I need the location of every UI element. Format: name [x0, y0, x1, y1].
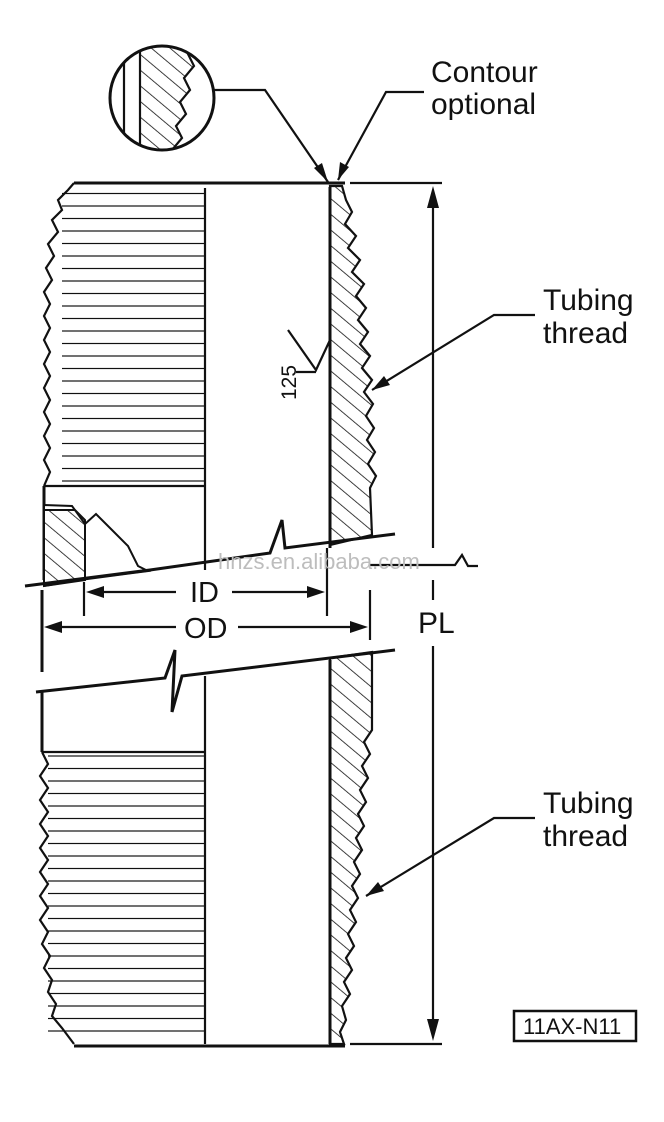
tubing-thread-lower-line2: thread — [543, 820, 628, 853]
contour-label-line1: Contour — [431, 56, 538, 89]
contour-detail-circle — [108, 44, 329, 183]
id-label: ID — [190, 577, 219, 609]
roughness-symbol: 125 — [278, 329, 331, 400]
tubing-thread-upper-leader — [371, 313, 535, 391]
tubing-thread-lower-line1: Tubing — [543, 787, 634, 820]
tubing-thread-upper-line1: Tubing — [543, 284, 634, 317]
watermark: hnzs.en.alibaba.com — [218, 549, 420, 574]
pipe-lower-portion — [35, 648, 396, 1048]
figure-id-box: 11AX-N11 — [512, 1009, 638, 1043]
tubing-thread-lower-leader — [365, 816, 535, 897]
od-label: OD — [184, 613, 228, 645]
id-dimension: ID — [82, 548, 329, 616]
contour-leader — [337, 90, 424, 181]
contour-label-line2: optional — [431, 88, 536, 121]
pipe-upper-portion — [24, 181, 396, 588]
pl-label: PL — [418, 607, 455, 640]
od-dimension: OD — [40, 590, 372, 672]
roughness-value: 125 — [278, 365, 301, 400]
tubing-thread-upper-line2: thread — [543, 317, 628, 350]
pl-dimension: PL — [350, 181, 478, 1046]
figure-id: 11AX-N11 — [523, 1014, 621, 1039]
